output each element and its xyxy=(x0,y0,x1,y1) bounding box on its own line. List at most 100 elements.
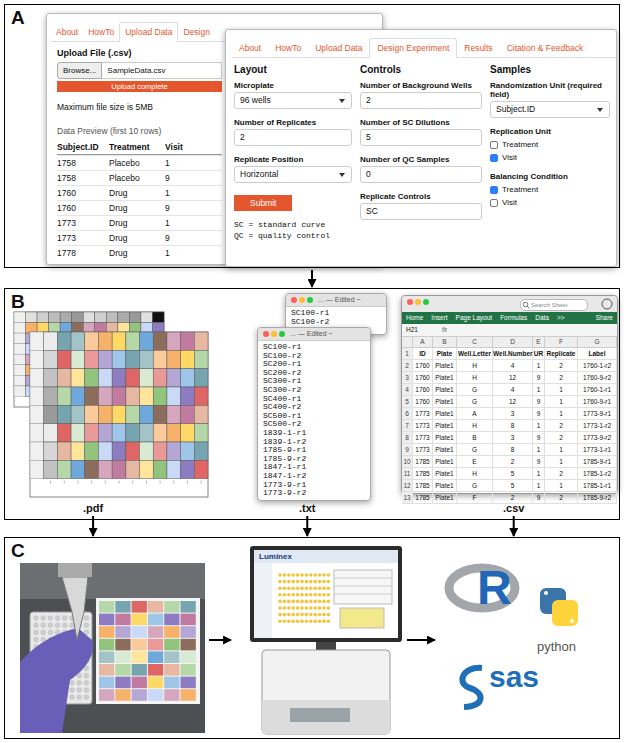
text-line: 1773-9-r2 xyxy=(263,489,365,498)
title-bar: ... — Edited ~ xyxy=(286,294,386,307)
checkbox xyxy=(490,199,498,207)
sheet-cell: Plate1 xyxy=(433,360,457,371)
sheet-row: 1IDPlateWell.LetterWell.NumberURReplicat… xyxy=(402,348,617,360)
ribbon: HomeInsertPage LayoutFormulasData>>Share xyxy=(402,312,617,324)
formula-icon: fx xyxy=(442,324,447,336)
table-cell: Placebo xyxy=(109,158,165,168)
table-cell: 1758 xyxy=(57,173,109,183)
sheet-cell: Replicate xyxy=(545,348,578,359)
nav-tab: HowTo xyxy=(83,23,119,41)
sheet-cell: F xyxy=(457,492,493,503)
table-cell: 9 xyxy=(165,203,195,213)
sheet-row: 41760Plate1G4111760-1-r1 xyxy=(402,384,617,396)
table-cell: Drug xyxy=(109,248,165,258)
text-line: SC300-r1 xyxy=(263,377,365,386)
nav-tab: Design xyxy=(178,23,214,41)
sheet-cell: 1 xyxy=(545,384,578,395)
sheet-cell: 1 xyxy=(545,480,578,491)
sheet-cell: 2 xyxy=(545,492,578,503)
section-heading: Upload File (.csv) xyxy=(57,48,222,58)
row-number: 6 xyxy=(402,408,413,419)
panel: AAboutHowToUpload DataDesignUpload File … xyxy=(4,4,620,268)
sheet-cell: Plate1 xyxy=(433,372,457,383)
input-value: 0 xyxy=(361,167,481,182)
table-cell: 1 xyxy=(165,248,195,258)
select-value: Subject.ID xyxy=(491,102,609,117)
table-cell: 9 xyxy=(165,173,195,183)
window-buttons xyxy=(404,296,432,308)
column-letter: D xyxy=(493,337,533,347)
checkbox-label: Treatment xyxy=(502,185,538,194)
text-window: ... — Edited ~SC100-r1SC100-r2SC200-r1SC… xyxy=(257,327,371,501)
title-bar: Search Sheet xyxy=(402,296,617,312)
panel-letter: A xyxy=(11,7,25,29)
table-cell: Drug xyxy=(109,218,165,228)
sheet-row: 31760Plate1H12921760-9-r2 xyxy=(402,372,617,384)
ribbon-tab: Insert xyxy=(427,312,451,324)
sheet-cell: 2 xyxy=(545,468,578,479)
sheet-cell: Plate1 xyxy=(433,480,457,491)
sheet-cell: G xyxy=(457,444,493,455)
note: Data Preview (first 10 rows) xyxy=(57,126,222,136)
text-line: SC400-r1 xyxy=(263,395,365,404)
sheet-cell: Plate1 xyxy=(433,384,457,395)
flow-arrow xyxy=(92,516,94,536)
text-line: SC200-r1 xyxy=(263,360,365,369)
text-line: 1773-9-r1 xyxy=(263,481,365,490)
nav-tab: Upload Data xyxy=(308,39,369,57)
button-row: Submit xyxy=(234,192,352,211)
sheet-cell: 1785-9-r2 xyxy=(578,492,617,503)
field-label: Balancing Condition xyxy=(490,172,610,181)
sheet-cell: 1773 xyxy=(413,420,433,431)
sheet-cell: G xyxy=(457,396,493,407)
text-line: SC100-r2 xyxy=(263,352,365,361)
sheet-cell: Plate1 xyxy=(433,492,457,503)
column-header-row: ABCDEFG xyxy=(402,337,617,348)
nav-tab: About xyxy=(51,23,83,41)
select-box: Horizontal xyxy=(234,166,352,183)
table-row: 1773Drug9 xyxy=(57,230,222,245)
sheet-row: 91773Plate1G8111773-1-r1 xyxy=(402,444,617,456)
sheet-cell: 12 xyxy=(493,396,533,407)
sheet-cell: 2 xyxy=(545,372,578,383)
nav-tab: HowTo xyxy=(268,39,308,57)
sheet-row: 21760Plate1H4121760-1-r2 xyxy=(402,360,617,372)
table-cell: Drug xyxy=(109,233,165,243)
file-extension: .txt xyxy=(299,502,316,514)
panel-letter: C xyxy=(11,540,25,562)
sheet-cell: 9 xyxy=(533,396,545,407)
row-number: 9 xyxy=(402,444,413,455)
sheet-cell: 1773-9-r2 xyxy=(578,432,617,443)
window-buttons xyxy=(260,328,288,340)
search-placeholder: Search Sheet xyxy=(531,300,567,310)
sheet-cell: 1785 xyxy=(413,468,433,479)
checkbox xyxy=(490,154,498,162)
upload-panel: Upload File (.csv)Browse...SampleData.cs… xyxy=(57,48,222,260)
formula-bar: H21fx xyxy=(402,324,617,337)
field-label: Randomization Unit (required field) xyxy=(490,81,610,99)
row-number: 10 xyxy=(402,456,413,467)
sheet-cell: 1 xyxy=(533,444,545,455)
select-value: Horizontal xyxy=(235,167,351,182)
field-label: Replicate Controls xyxy=(360,192,482,201)
row-number: 12 xyxy=(402,480,413,491)
search-icon xyxy=(521,300,531,310)
column-letter: B xyxy=(433,337,457,347)
nav-tab: About xyxy=(232,39,268,57)
sheet-cell: 1785 xyxy=(413,480,433,491)
input-value: SC xyxy=(361,204,481,219)
sheet-cell: 2 xyxy=(545,360,578,371)
nav-tab: Results xyxy=(457,39,499,57)
file-extension: .pdf xyxy=(83,502,103,514)
text-body: SC100-r1SC100-r2SC200-r1SC200-r2SC300-r1… xyxy=(258,341,370,500)
text-line: SC500-r2 xyxy=(263,420,365,429)
sheet-cell: 2 xyxy=(493,492,533,503)
file-type-label: .pdf xyxy=(83,502,103,514)
table-row: 1760Drug9 xyxy=(57,200,222,215)
sheet-cell: Plate1 xyxy=(433,456,457,467)
sheet-cell: 8 xyxy=(493,444,533,455)
table-cell: 1 xyxy=(165,218,195,228)
sheet-cell: G xyxy=(457,480,493,491)
r-logo: R xyxy=(477,562,512,614)
